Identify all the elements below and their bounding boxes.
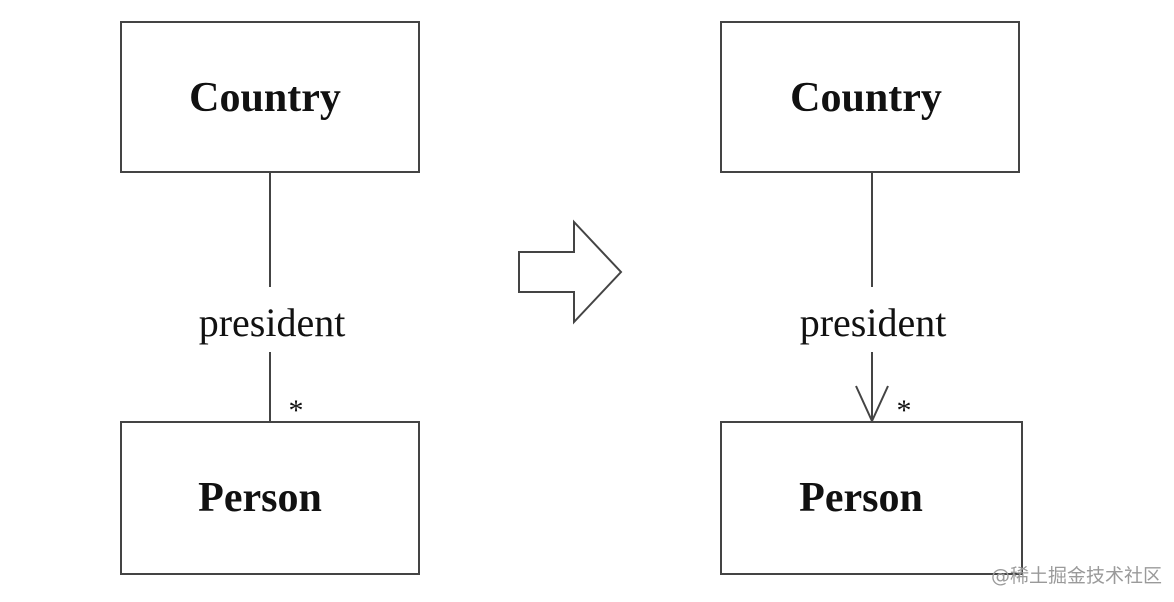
right-person-box [720,421,1023,575]
left-country-box [120,21,420,173]
left-person-box [120,421,420,575]
right-person-label: Person [799,475,923,521]
left-diagram: Country president * Person [120,21,420,575]
right-country-label: Country [790,75,942,121]
right-role-label: president [800,300,947,345]
left-multiplicity-label: * [289,394,304,427]
right-multiplicity-label: * [897,394,912,427]
right-country-box [720,21,1020,173]
watermark-text: @稀土掘金技术社区 [990,565,1162,587]
left-role-label: president [199,300,346,345]
right-diagram: Country president * Person [720,21,1023,575]
right-arrow-icon [518,219,623,325]
left-person-label: Person [198,475,322,521]
left-country-label: Country [189,75,341,121]
